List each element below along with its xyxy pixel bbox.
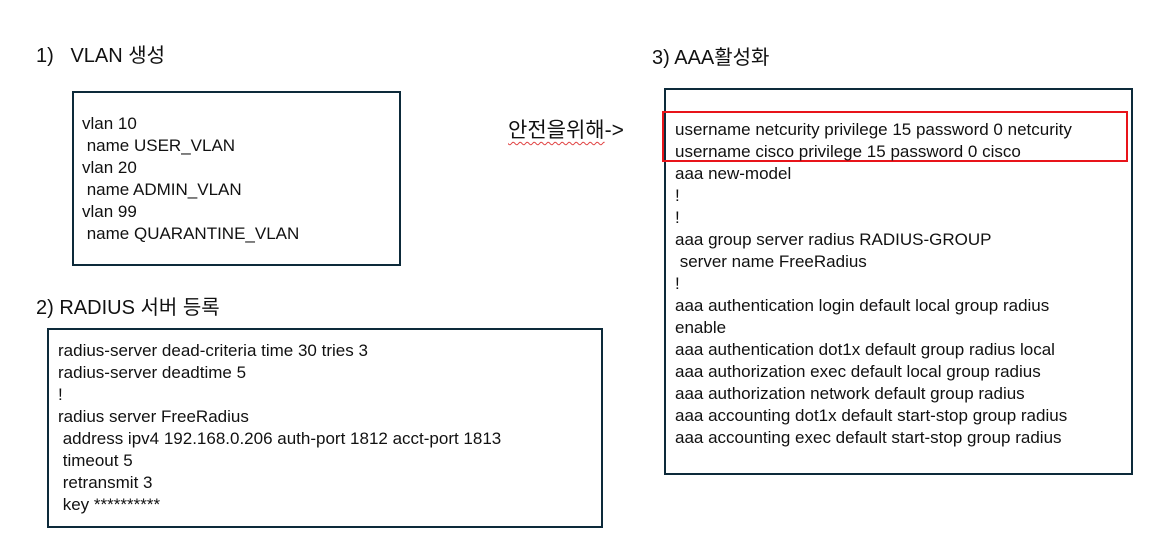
code-line: enable [675, 318, 727, 337]
code-line: timeout 5 [58, 451, 133, 470]
vlan-config-box [72, 91, 401, 266]
code-line: aaa authentication login default local g… [675, 296, 1050, 315]
radius-config-code: radius-server dead-criteria time 30 trie… [58, 340, 501, 516]
code-line: radius-server deadtime 5 [58, 363, 247, 382]
code-line: retransmit 3 [58, 473, 153, 492]
code-line: aaa new-model [675, 164, 792, 183]
code-line: name ADMIN_VLAN [82, 180, 242, 199]
code-line: aaa authorization network default group … [675, 384, 1025, 403]
code-line: aaa group server radius RADIUS-GROUP [675, 230, 992, 249]
code-line: name USER_VLAN [82, 136, 236, 155]
radius-config-box [47, 328, 603, 528]
highlight-box [662, 111, 1128, 162]
security-note-text: 안전을위해 [508, 119, 605, 142]
aaa-section-title: 3) AAA활성화 [652, 47, 770, 69]
code-line: radius server FreeRadius [58, 407, 249, 426]
code-line: aaa accounting dot1x default start-stop … [675, 406, 1068, 425]
code-line: aaa authorization exec default local gro… [675, 362, 1041, 381]
radius-section-title: 2) RADIUS 서버 등록 [36, 297, 220, 319]
aaa-config-code: username netcurity privilege 15 password… [675, 119, 1072, 449]
aaa-config-box [664, 88, 1133, 475]
code-line: name QUARANTINE_VLAN [82, 224, 300, 243]
code-line: ! [58, 385, 63, 404]
code-line: vlan 20 [82, 158, 137, 177]
code-line: address ipv4 192.168.0.206 auth-port 181… [58, 429, 502, 448]
code-line: ! [675, 186, 680, 205]
code-line: ! [675, 274, 680, 293]
code-line: server name FreeRadius [675, 252, 867, 271]
vlan-section-title: 1) VLAN 생성 [36, 45, 166, 67]
code-line: username cisco privilege 15 password 0 c… [675, 142, 1021, 161]
code-line: aaa authentication dot1x default group r… [675, 340, 1055, 359]
code-line: vlan 99 [82, 202, 137, 221]
code-line: aaa accounting exec default start-stop g… [675, 428, 1062, 447]
code-line: vlan 10 [82, 114, 137, 133]
code-line: ! [675, 208, 680, 227]
code-line: radius-server dead-criteria time 30 trie… [58, 341, 368, 360]
security-note: 안전을위해-> [508, 118, 624, 144]
arrow-text: -> [604, 119, 624, 142]
code-line: username netcurity privilege 15 password… [675, 120, 1072, 139]
code-line: key ********** [58, 495, 161, 514]
